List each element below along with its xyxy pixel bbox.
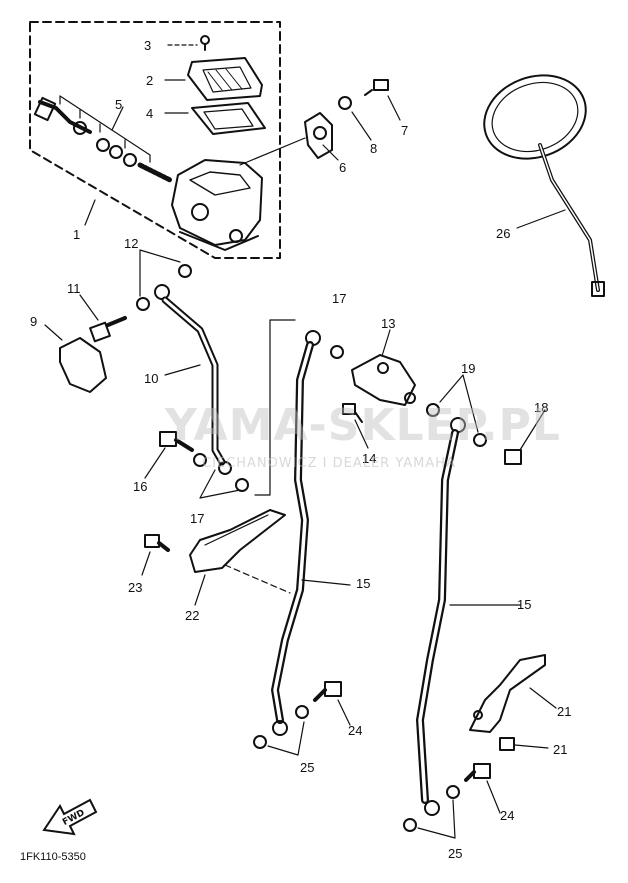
watermark: YAMA-SKLEP.PL [165,400,561,451]
callout-5: 5 [115,97,123,112]
part-12-washer-b [136,297,150,311]
callout-2: 2 [146,73,154,88]
part-19-washer-b [473,433,487,447]
part-21-bolt [499,737,515,751]
callout-1: 1 [73,227,81,242]
part-19-washer [426,403,440,417]
callout-11: 11 [67,281,81,296]
callout-9: 9 [30,314,38,329]
part-4-diaphragm [164,102,266,135]
callout-17: 17 [190,511,205,526]
callout-3: 3 [144,38,152,53]
callout-14: 14 [362,451,377,466]
callout-21: 21 [553,742,568,757]
part-15-hose-right [416,417,466,816]
part-24-bolt-left [313,681,342,702]
part-25-washer [295,705,309,719]
part-20-bracket [469,654,546,733]
callout-13: 13 [381,316,396,331]
assembly-box [29,21,281,259]
callout-25-left: 25 [300,760,315,775]
part-22-bracket [189,509,291,594]
callout-12: 12 [124,236,139,251]
callout-15-right: 15 [517,597,532,612]
part-1-master-cylinder [84,137,306,251]
part-3-screw [167,35,210,51]
callout-17-top: 17 [332,291,347,306]
part-17-washer-b [235,478,249,492]
part-17-washer-c [330,345,344,359]
callout-7: 7 [401,123,409,138]
part-25-washer-c [446,785,460,799]
part-25-washer-d [403,818,417,832]
callout-10: 10 [144,371,159,386]
callout-15-left: 15 [356,576,371,591]
part-2-cap [164,57,263,101]
part-24-bolt-right [464,763,491,782]
forward-arrow-icon [42,798,98,836]
part-15-hose-left [271,330,321,736]
part-18-bolt [504,449,522,465]
callout-25-right: 25 [448,846,463,861]
diagram-code: 1FK110-5350 [20,851,86,863]
callout-6: 6 [339,160,347,175]
callout-4: 4 [146,106,154,121]
watermark-subtext: CIECHANOWICZ I DEALER YAMAHA [202,456,456,471]
part-10-hose [154,284,232,475]
part-25-washer-b [253,735,267,749]
part-14-bolt [342,403,363,423]
callout-19: 19 [461,361,476,376]
part-16-bolt [159,431,194,452]
part-8-washer [338,96,352,110]
callout-24-left: 24 [348,723,363,738]
callout-22: 22 [185,608,200,623]
part-5-piston-kit [33,95,173,183]
part-23-bolt [144,534,170,552]
callout-18: 18 [534,400,549,415]
part-11-bolt [89,316,127,343]
callout-8: 8 [370,141,378,156]
part-6-clamp [304,112,333,159]
part-17-washer [193,453,207,467]
part-7-bolt [364,79,389,96]
callout-26: 26 [496,226,511,241]
part-9-cover [59,337,107,393]
callout-20: 21 [557,704,572,719]
callout-16: 16 [133,479,148,494]
callout-23: 23 [128,580,143,595]
part-13-joint [351,354,416,406]
part-12-washer [178,264,192,278]
callout-24-right: 24 [500,808,515,823]
part-26-mirror [483,74,605,297]
